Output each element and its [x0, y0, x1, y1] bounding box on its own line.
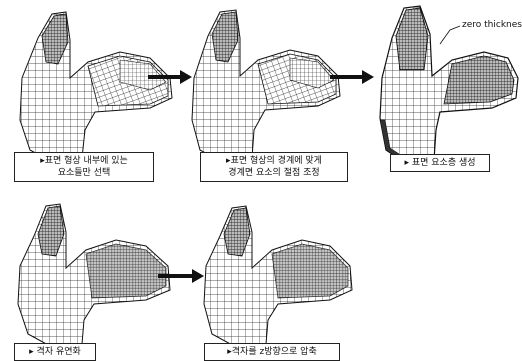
- right-arrow-icon: [148, 70, 192, 84]
- right-arrow-icon: [158, 269, 204, 283]
- mesh-part-step2: [191, 9, 341, 163]
- step4-caption: ▸ 격자 유연화: [14, 343, 96, 361]
- mesh-part-step1: [19, 11, 173, 163]
- mesh-part-step5: [203, 205, 353, 347]
- step5-caption-line1: ▸격자를 z방향으로 압축: [227, 347, 317, 357]
- step3-caption: ▸ 표면 요소층 생성: [390, 154, 490, 172]
- step2-caption: ▸표면 형상의 경계에 맞게 경계면 요소의 절점 조정: [200, 152, 348, 182]
- step1-caption: ▸표면 형상 내부에 있는 요소들만 선택: [14, 152, 154, 182]
- mesh-part-step4: [17, 203, 171, 347]
- step5-caption: ▸격자를 z방향으로 압축: [204, 343, 340, 361]
- leader-line: [439, 25, 461, 45]
- step1-caption-line1: ▸표면 형상 내부에 있는: [40, 156, 128, 166]
- step3-caption-line1: ▸ 표면 요소층 생성: [404, 158, 476, 168]
- zero-thickness-label: zero thickness: [462, 20, 522, 30]
- step1-caption-line2: 요소들만 선택: [57, 168, 111, 178]
- step4-caption-line1: ▸ 격자 유연화: [29, 347, 81, 357]
- step2-caption-line2: 경계면 요소의 절점 조정: [228, 168, 320, 178]
- mesh-part-step3: [379, 5, 519, 163]
- step2-caption-line1: ▸표면 형상의 경계에 맞게: [226, 156, 322, 166]
- right-arrow-icon: [330, 70, 374, 84]
